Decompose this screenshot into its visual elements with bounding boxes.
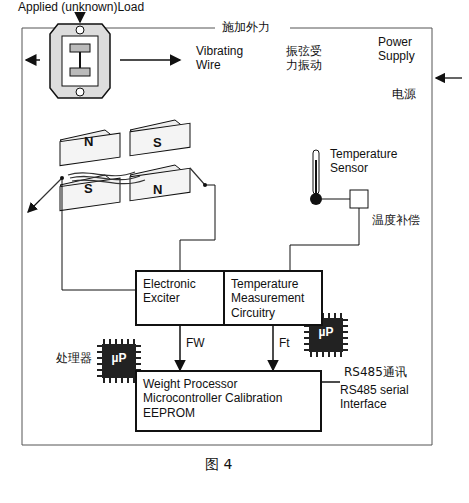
box-text: Temperature Measurement Circuitry — [231, 277, 315, 320]
pole-letter: S — [153, 136, 167, 151]
chip-label: µP — [313, 326, 339, 340]
chinese-label: RS485通讯 — [344, 366, 434, 380]
temperature-circuit-box: Temperature Measurement Circuitry — [223, 270, 323, 326]
signal-arrow — [272, 326, 274, 370]
signal-label: Ft — [278, 336, 291, 350]
pole-letter: N — [84, 135, 98, 150]
signal-label: FW — [185, 336, 206, 350]
load-label: Applied (unknown)Load — [18, 1, 218, 15]
power-label: Power Supply — [378, 36, 438, 64]
chinese-label: 振弦受力振动 — [286, 45, 330, 73]
pole-letter: S — [84, 182, 98, 197]
pole-letter: N — [153, 183, 167, 198]
chinese-label: 处理器 — [56, 352, 100, 366]
wire-label: Vibrating Wire — [196, 45, 258, 73]
interface-label: RS485 serial Interface — [340, 384, 430, 412]
chinese-label: 施加外力 — [222, 21, 292, 35]
box-text: Weight Processor Microcontroller Calibra… — [143, 377, 314, 420]
processor-box: Weight Processor Microcontroller Calibra… — [135, 370, 322, 432]
chip-label: µP — [106, 352, 132, 366]
sensor-label: Temperature Sensor — [330, 148, 420, 176]
box-text: Electronic Exciter — [143, 277, 217, 306]
figure-caption: 图 4 — [205, 456, 232, 472]
chinese-label: 电源 — [392, 88, 432, 102]
exciter-box: Electronic Exciter — [135, 270, 225, 326]
chinese-label: 温度补偿 — [372, 214, 430, 228]
signal-arrow — [179, 326, 181, 370]
